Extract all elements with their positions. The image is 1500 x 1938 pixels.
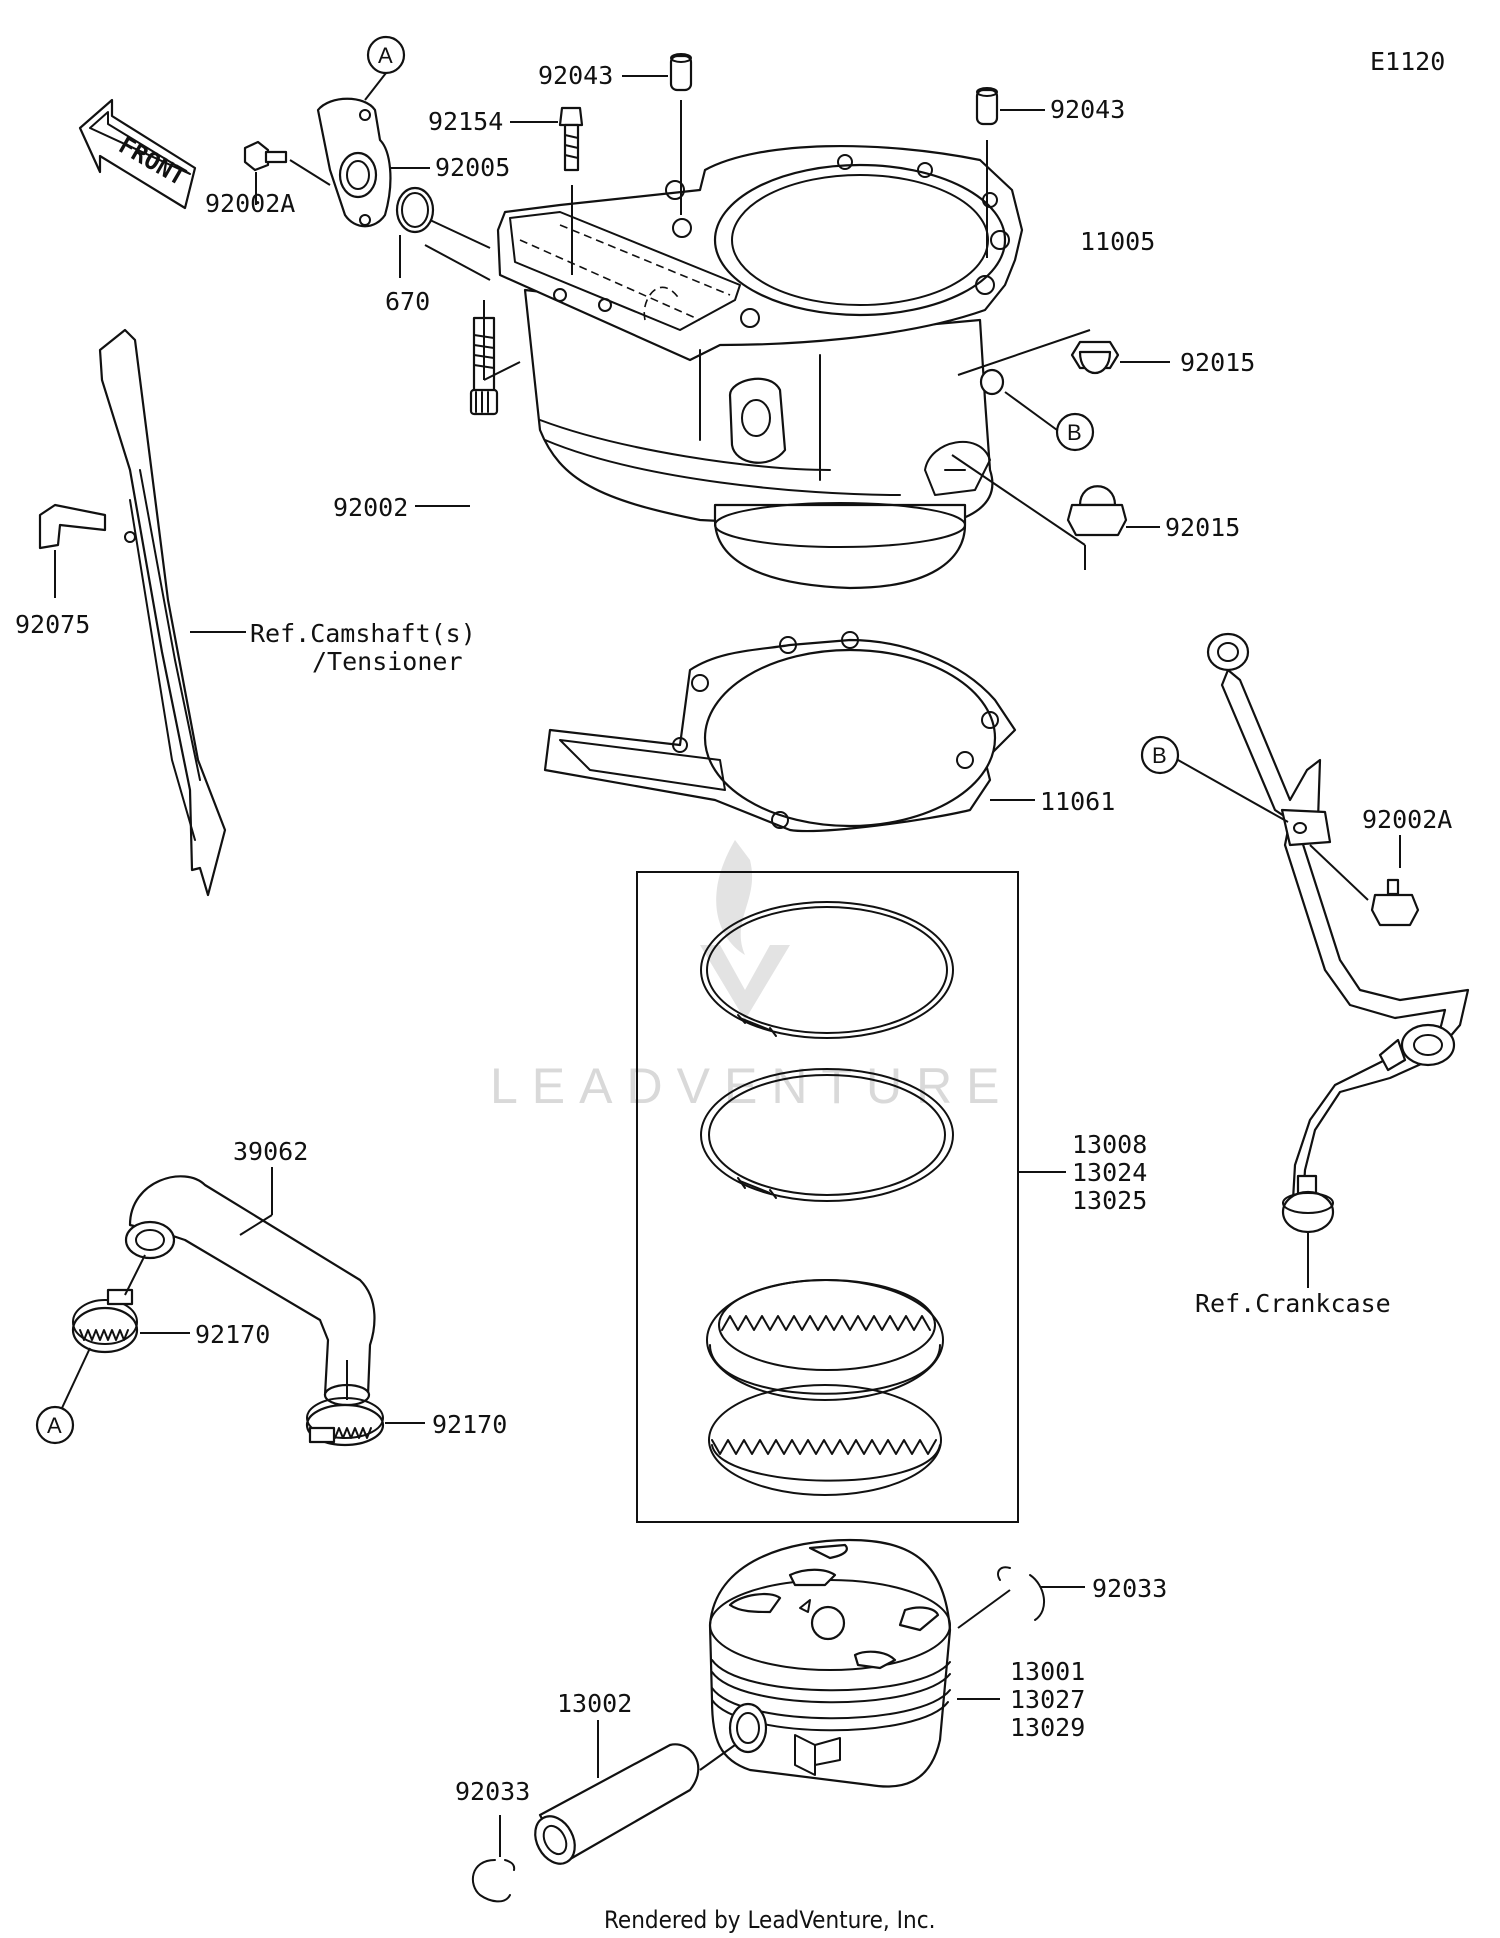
label-39062: 39062 — [233, 1137, 308, 1166]
label-ring-13024: 13024 — [1072, 1158, 1147, 1187]
label-piston-13029: 13029 — [1010, 1713, 1085, 1742]
callout-a-bottom: A — [35, 1347, 91, 1445]
svg-text:B: B — [1152, 743, 1167, 768]
label-92015-bottom: 92015 — [1165, 513, 1240, 542]
callout-b-cylinder: B — [1004, 391, 1095, 452]
label-92033-left: 92033 — [455, 1777, 530, 1806]
callout-a-top: A — [364, 35, 406, 101]
bolt-92002A-left — [243, 140, 331, 205]
chain-guide — [98, 328, 227, 897]
piston-ring-second — [700, 1068, 954, 1202]
front-arrow: FRONT — [78, 98, 197, 210]
label-11005: 11005 — [1080, 227, 1155, 256]
piston — [708, 1538, 1000, 1788]
label-92002: 92002 — [333, 493, 408, 522]
o-ring-670 — [395, 186, 491, 281]
piston-pin-13002 — [534, 1720, 736, 1865]
fitting-92005 — [316, 97, 430, 228]
watermark-text: LEADVENTURE — [490, 1058, 1014, 1114]
cylinder-11005 — [496, 144, 1024, 590]
cap-nut-92015-bottom — [951, 454, 1160, 570]
label-13002: 13002 — [557, 1689, 632, 1718]
label-92170-top: 92170 — [195, 1320, 270, 1349]
cap-nut-92015-top — [957, 329, 1170, 376]
label-92075: 92075 — [15, 610, 90, 639]
label-ref-crankcase: Ref.Crankcase — [1195, 1289, 1391, 1318]
label-92002A-right: 92002A — [1362, 805, 1452, 834]
dowel-pin-92043-right — [975, 87, 1045, 258]
hose-39062 — [124, 1167, 376, 1407]
label-92043-top: 92043 — [538, 61, 613, 90]
label-92005: 92005 — [435, 153, 510, 182]
svg-text:A: A — [47, 1413, 62, 1438]
watermark: LEADVENTURE — [490, 840, 1014, 1114]
clip-92075 — [38, 503, 107, 598]
svg-text:B: B — [1067, 420, 1082, 445]
part-labels: 92043 92043 92154 92005 92002A 670 11005… — [15, 61, 1452, 1806]
label-92154: 92154 — [428, 107, 503, 136]
footer-credit: Rendered by LeadVenture, Inc. — [604, 1906, 935, 1934]
bolt-92154 — [510, 106, 584, 275]
oil-pipe — [1206, 632, 1470, 1288]
label-670: 670 — [385, 287, 430, 316]
label-piston-13001: 13001 — [1010, 1657, 1085, 1686]
label-11061: 11061 — [1040, 787, 1115, 816]
circlip-92033-right — [957, 1566, 1085, 1629]
gasket-11061 — [543, 631, 1035, 833]
piston-ring-top — [700, 901, 954, 1039]
callout-b-oil-pipe: B — [1140, 735, 1289, 823]
piston-ring-set-box — [636, 871, 1019, 1523]
bolt-92002 — [415, 300, 521, 507]
diagram-code: E1120 — [1370, 47, 1445, 76]
label-92015-top: 92015 — [1180, 348, 1255, 377]
label-92043-right: 92043 — [1050, 95, 1125, 124]
label-ref-camshaft-line1: Ref.Camshaft(s) — [250, 619, 476, 648]
label-92033-right: 92033 — [1092, 1574, 1167, 1603]
dowel-pin-92043-top — [622, 53, 693, 215]
label-92170-bottom: 92170 — [432, 1410, 507, 1439]
label-ring-13025: 13025 — [1072, 1186, 1147, 1215]
bolt-92002A-right — [1309, 835, 1420, 927]
label-92002A-left: 92002A — [205, 189, 295, 218]
label-ring-13008: 13008 — [1072, 1130, 1147, 1159]
oil-ring — [706, 1279, 944, 1496]
label-piston-13027: 13027 — [1010, 1685, 1085, 1714]
label-ref-camshaft-line2: /Tensioner — [312, 647, 463, 676]
svg-text:A: A — [378, 43, 393, 68]
clamp-92170-top — [71, 1254, 190, 1354]
clamp-92170-bottom — [305, 1360, 425, 1447]
circlip-92033-left — [472, 1815, 516, 1903]
